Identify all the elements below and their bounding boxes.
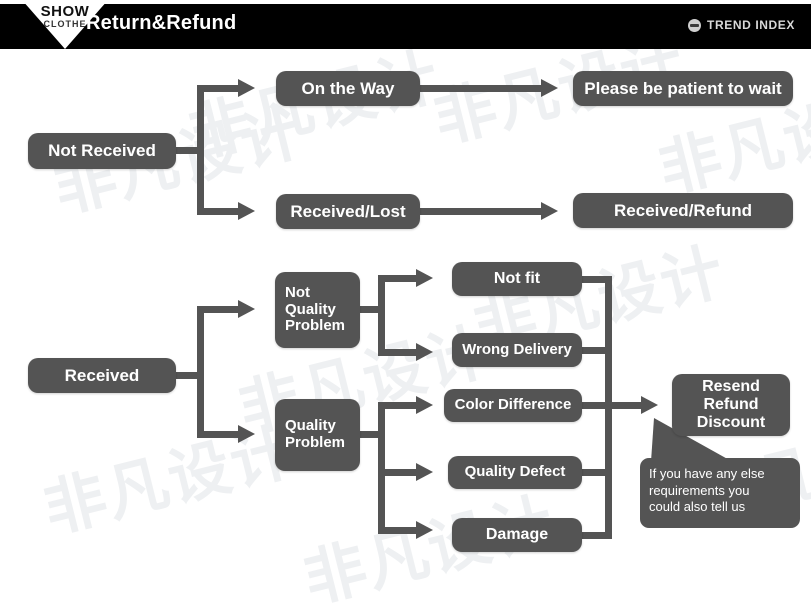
node-label-line2: Problem — [285, 434, 346, 451]
node-label: Received — [64, 365, 140, 385]
connector-to-color-difference — [378, 402, 420, 409]
watermark-text: 非凡设计 — [36, 413, 303, 547]
arrow-to-quality — [238, 425, 255, 443]
connector-to-on-the-way — [197, 85, 242, 92]
node-label: Quality Defect — [464, 463, 566, 481]
connector-on-the-way-to-wait — [420, 85, 545, 92]
connector-received-stub — [176, 372, 204, 379]
node-wrong-delivery[interactable]: Wrong Delivery — [452, 333, 582, 367]
node-label-line1: Quality — [285, 417, 336, 435]
node-not-received[interactable]: Not Received — [28, 133, 176, 169]
node-label: Received/Lost — [290, 201, 406, 221]
connector-color-difference-merge — [582, 402, 612, 409]
logo-triangle-icon — [22, 0, 108, 49]
callout-line1: If you have any else — [649, 466, 765, 481]
arrow-to-color-difference — [416, 396, 433, 414]
node-not-quality-problem[interactable]: Not Quality Problem — [275, 272, 360, 348]
connector-to-not-quality — [197, 306, 242, 313]
trend-index-brand: TREND INDEX — [688, 18, 795, 32]
connector-not-quality-bus — [378, 275, 385, 356]
node-quality-defect[interactable]: Quality Defect — [448, 456, 582, 489]
node-label: Damage — [485, 526, 549, 544]
connector-quality-defect-merge — [582, 469, 612, 476]
logo-line1: SHOW — [40, 3, 90, 20]
node-please-be-patient-to-wait[interactable]: Please be patient to wait — [573, 71, 793, 106]
callout-line2: requirements you — [649, 482, 750, 498]
page-header — [0, 4, 811, 49]
globe-icon — [688, 18, 702, 32]
arrow-on-the-way-to-wait — [541, 79, 558, 97]
connector-bus-to-outcome — [605, 402, 645, 409]
callout-note: If you have any else requirements you co… — [640, 458, 800, 528]
arrow-to-damage — [416, 521, 433, 539]
watermark-text: 非凡设计 — [231, 313, 498, 447]
node-label: On the Way — [301, 78, 395, 98]
connector-to-quality — [197, 431, 242, 438]
arrow-to-on-the-way — [238, 79, 255, 97]
node-quality-problem[interactable]: Quality Problem — [275, 399, 360, 471]
page-title: Return&Refund — [86, 12, 237, 34]
node-label-line2: Quality — [285, 300, 336, 318]
connector-damage-merge — [582, 532, 612, 539]
arrow-to-quality-defect — [416, 463, 433, 481]
connector-received-bus — [197, 306, 204, 438]
node-label-line3: Problem — [285, 317, 346, 335]
arrow-received-lost-to-refund — [541, 202, 558, 220]
connector-to-not-fit — [378, 275, 420, 282]
arrow-to-not-quality — [238, 300, 255, 318]
connector-to-damage — [378, 527, 420, 534]
arrow-to-wrong-delivery — [416, 343, 433, 361]
brand-logo: SHOW CLOTHE — [22, 0, 108, 49]
node-label: Received/Refund — [614, 200, 752, 220]
node-label: Wrong Delivery — [462, 340, 572, 358]
callout-line3: could also tell us — [649, 499, 746, 515]
node-label: Not Received — [48, 141, 156, 161]
connector-to-wrong-delivery — [378, 349, 420, 356]
logo-line2: CLOTHE — [43, 19, 87, 29]
connector-not-received-bus — [197, 85, 204, 215]
node-label: Color Difference — [454, 396, 572, 414]
connector-to-received-lost — [197, 208, 242, 215]
arrow-to-outcome — [641, 396, 658, 414]
node-label: Not fit — [493, 270, 541, 288]
node-label-line1: Resend — [702, 378, 760, 396]
connector-wrong-delivery-merge — [582, 347, 612, 354]
node-label-line1: Not — [285, 283, 310, 301]
arrow-to-received-lost — [238, 202, 255, 220]
node-received[interactable]: Received — [28, 358, 176, 393]
connector-not-fit-merge — [582, 276, 612, 283]
node-label: Please be patient to wait — [584, 78, 782, 98]
connector-quality-stub — [360, 431, 384, 438]
connector-quality-bus — [378, 402, 385, 534]
trend-index-label: TREND INDEX — [707, 18, 795, 32]
arrow-to-not-fit — [416, 269, 433, 287]
connector-to-quality-defect — [378, 469, 420, 476]
node-received-refund[interactable]: Received/Refund — [573, 193, 793, 228]
node-label-line2: Refund — [703, 396, 759, 414]
node-label-line3: Discount — [696, 413, 766, 431]
node-resend-refund-discount[interactable]: Resend Refund Discount — [672, 374, 790, 436]
connector-received-lost-to-refund — [420, 208, 545, 215]
node-not-fit[interactable]: Not fit — [452, 262, 582, 296]
connector-not-quality-stub — [360, 306, 384, 313]
connector-not-received-stub — [176, 147, 204, 154]
node-color-difference[interactable]: Color Difference — [444, 389, 582, 422]
node-on-the-way[interactable]: On the Way — [276, 71, 420, 106]
node-received-lost[interactable]: Received/Lost — [276, 194, 420, 229]
node-damage[interactable]: Damage — [452, 518, 582, 552]
